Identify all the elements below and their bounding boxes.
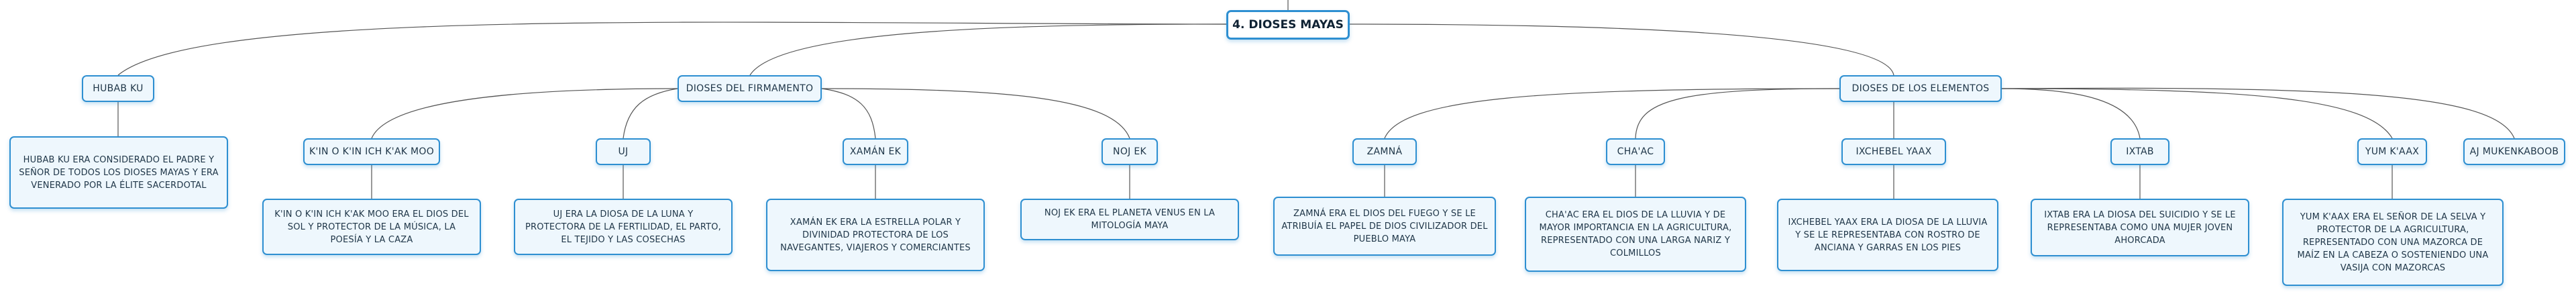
edge-elem-zamna (1384, 88, 1840, 139)
edge-root-firmamento (749, 23, 1227, 76)
edge-root-elementos (1349, 23, 1894, 76)
node-label: YUM K'AAX (2365, 146, 2420, 157)
node-description: HUBAB KU ERA CONSIDERADO EL PADRE Y SEÑO… (19, 154, 219, 191)
node-label: DIOSES DE LOS ELEMENTOS (1851, 83, 1990, 94)
node-description: ZAMNÁ ERA EL DIOS DEL FUEGO Y SE LE ATRI… (1281, 208, 1488, 244)
edge-firm-uj (623, 88, 678, 139)
node-label: NOJ EK (1113, 146, 1146, 157)
node-label: K'IN O K'IN ICH K'AK MOO (309, 146, 435, 157)
node-description: NOJ EK ERA EL PLANETA VENUS EN LA MITOLO… (1044, 208, 1216, 231)
desc-ixchebel-yaax[interactable]: IXCHEBEL YAAX ERA LA DIOSA DE LA LLUVIA … (1777, 199, 1998, 271)
desc-hubab-ku[interactable]: HUBAB KU ERA CONSIDERADO EL PADRE Y SEÑO… (9, 136, 228, 209)
node-description: IXTAB ERA LA DIOSA DEL SUICIDIO Y SE LE … (2044, 209, 2236, 246)
desc-xaman-ek[interactable]: XAMÁN EK ERA LA ESTRELLA POLAR Y DIVINID… (766, 199, 985, 271)
node-ixtab[interactable]: IXTAB (2110, 138, 2169, 165)
node-yum-kaax[interactable]: YUM K'AAX (2357, 138, 2427, 165)
node-zamna[interactable]: ZAMNÁ (1352, 138, 1417, 165)
node-hubab-ku[interactable]: HUBAB KU (82, 75, 154, 102)
node-label: CHA'AC (1617, 146, 1654, 157)
edge-elem-yumkaax (2001, 88, 2393, 139)
node-label: IXCHEBEL YAAX (1856, 146, 1932, 157)
node-label: HUBAB KU (93, 83, 144, 94)
node-label: XAMÁN EK (849, 146, 902, 157)
node-label: UJ (618, 146, 629, 157)
node-description: IXCHEBEL YAAX ERA LA DIOSA DE LA LLUVIA … (1788, 217, 1988, 253)
node-description: UJ ERA LA DIOSA DE LA LUNA Y PROTECTORA … (525, 209, 722, 245)
node-description: CHA'AC ERA EL DIOS DE LA LLUVIA Y DE MAY… (1539, 210, 1732, 258)
desc-zamna[interactable]: ZAMNÁ ERA EL DIOS DEL FUEGO Y SE LE ATRI… (1273, 197, 1496, 256)
root-node[interactable]: 4. DIOSES MAYAS (1226, 10, 1350, 40)
node-chaac[interactable]: CHA'AC (1606, 138, 1665, 165)
node-aj-mukenkaboob[interactable]: AJ MUKENKABOOB (2463, 138, 2565, 165)
desc-uj[interactable]: UJ ERA LA DIOSA DE LA LUNA Y PROTECTORA … (514, 199, 733, 255)
node-dioses-del-firmamento[interactable]: DIOSES DEL FIRMAMENTO (678, 75, 822, 102)
desc-ixtab[interactable]: IXTAB ERA LA DIOSA DEL SUICIDIO Y SE LE … (2031, 199, 2249, 256)
desc-yum-kaax[interactable]: YUM K'AAX ERA EL SEÑOR DE LA SELVA Y PRO… (2282, 199, 2504, 286)
node-label: IXTAB (2126, 146, 2154, 157)
desc-kin[interactable]: K'IN O K'IN ICH K'AK MOO ERA EL DIOS DEL… (262, 199, 481, 255)
node-label: DIOSES DEL FIRMAMENTO (686, 83, 814, 94)
node-noj-ek[interactable]: NOJ EK (1102, 138, 1158, 165)
node-label: AJ MUKENKABOOB (2469, 146, 2559, 157)
edge-firm-noj (821, 88, 1130, 139)
edge-elem-mukenkaboob (2001, 87, 2515, 139)
edge-elem-ixtab (2001, 88, 2141, 139)
node-label: ZAMNÁ (1366, 146, 1403, 157)
edge-firm-xaman (821, 88, 876, 139)
edge-elem-chaac (1635, 88, 1840, 139)
node-description: K'IN O K'IN ICH K'AK MOO ERA EL DIOS DEL… (274, 209, 469, 245)
edge-root-hubabku (117, 21, 1227, 76)
node-uj[interactable]: UJ (596, 138, 651, 165)
node-description: YUM K'AAX ERA EL SEÑOR DE LA SELVA Y PRO… (2297, 211, 2489, 273)
node-dioses-de-los-elementos[interactable]: DIOSES DE LOS ELEMENTOS (1839, 75, 2002, 102)
desc-noj-ek[interactable]: NOJ EK ERA EL PLANETA VENUS EN LA MITOLO… (1020, 199, 1239, 240)
edge-firm-kin (371, 88, 678, 139)
root-label: 4. DIOSES MAYAS (1232, 18, 1344, 32)
node-ixchebel-yaax[interactable]: IXCHEBEL YAAX (1841, 138, 1946, 165)
node-xaman-ek[interactable]: XAMÁN EK (843, 138, 908, 165)
node-description: XAMÁN EK ERA LA ESTRELLA POLAR Y DIVINID… (780, 217, 971, 253)
desc-chaac[interactable]: CHA'AC ERA EL DIOS DE LA LLUVIA Y DE MAY… (1525, 197, 1746, 272)
node-kin[interactable]: K'IN O K'IN ICH K'AK MOO (303, 138, 440, 165)
